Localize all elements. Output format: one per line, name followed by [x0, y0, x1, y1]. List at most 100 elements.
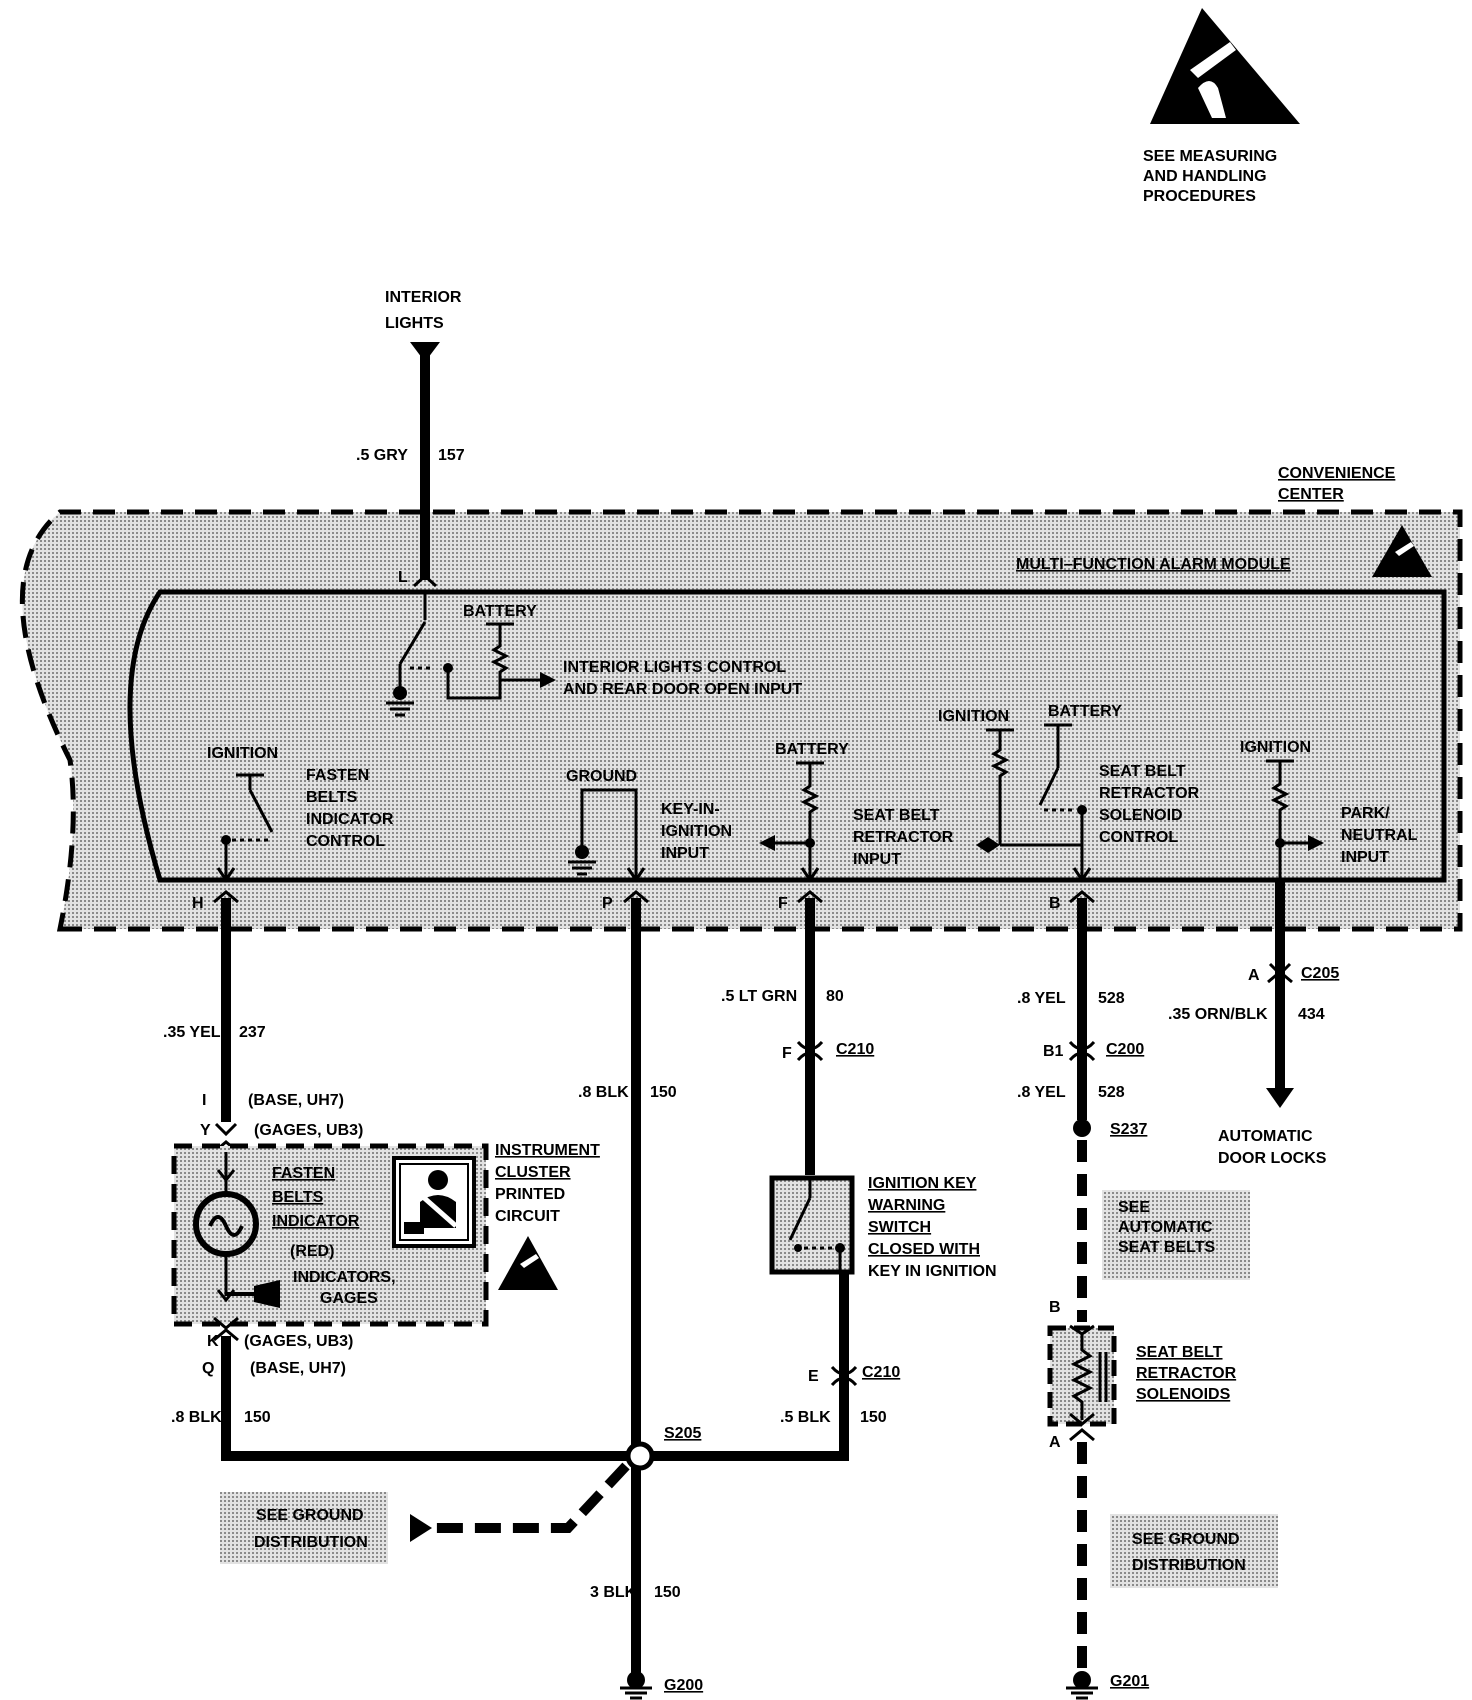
pin-p: P [602, 895, 613, 912]
esd-small-icon-module [1372, 525, 1432, 577]
pin-b: B [1049, 895, 1061, 912]
solenoid-pin-b: B [1049, 1299, 1061, 1316]
wire-blk-150-e [636, 1272, 849, 1461]
svg-text:SEAT BELT: SEAT BELT [1099, 763, 1186, 780]
cluster-pin-k: K [207, 1333, 219, 1350]
park-neutral-label: PARK/ NEUTRAL INPUT [1341, 805, 1418, 866]
wire-blk150q-circuit: 150 [244, 1409, 271, 1426]
svg-text:C200: C200 [1106, 1041, 1144, 1058]
svg-text:INDICATOR: INDICATOR [306, 811, 394, 828]
solenoid-control-diamond-icon [976, 837, 1000, 853]
solenoid-a-arrow [1069, 1428, 1095, 1442]
int-control-arrow-icon [540, 672, 556, 688]
svg-text:INDICATORS,: INDICATORS, [293, 1269, 396, 1286]
battery-top-label: BATTERY [463, 603, 537, 620]
battery-right-label: BATTERY [1048, 703, 1122, 720]
park-neutral-arrow-icon [1308, 835, 1324, 851]
fasten-switch-blade [248, 789, 274, 833]
wire-gry-circuit: 157 [438, 447, 465, 464]
svg-text:WARNING: WARNING [868, 1197, 945, 1214]
wire-blk150main-circuit: 150 [654, 1584, 681, 1601]
svg-text:IGNITION KEY: IGNITION KEY [868, 1175, 977, 1192]
convenience-center-outline [19, 509, 1463, 932]
fasten-belts-control-label: FASTEN BELTS INDICATOR CONTROL [306, 767, 394, 850]
solenoids-label: SEAT BELT RETRACTOR SOLENOIDS [1136, 1344, 1237, 1403]
svg-text:INTERIOR LIGHTS CONTROL: INTERIOR LIGHTS CONTROL [563, 659, 786, 676]
pin-h: H [192, 895, 204, 912]
ignition-right-resistor-icon [1270, 761, 1290, 882]
svg-text:GAGES: GAGES [320, 1290, 378, 1307]
svg-text:CONTROL: CONTROL [1099, 829, 1178, 846]
svg-text:INPUT: INPUT [853, 851, 901, 868]
svg-text:B1: B1 [1043, 1043, 1064, 1060]
pin-arrows [213, 867, 1095, 904]
ignition-mid-label: IGNITION [938, 708, 1009, 725]
ground-distribution-dashed-wire [432, 1462, 630, 1533]
wire-gry-label: .5 GRY [356, 447, 408, 464]
module-ground-icon-1 [386, 686, 414, 717]
svg-text:AUTOMATIC: AUTOMATIC [1218, 1128, 1313, 1145]
svg-text:BELTS: BELTS [272, 1189, 324, 1206]
cluster-pin-y-note: (GAGES, UB3) [254, 1122, 363, 1139]
svg-text:(RED): (RED) [290, 1243, 334, 1260]
interior-lights-control-label: INTERIOR LIGHTS CONTROL AND REAR DOOR OP… [563, 659, 802, 698]
esd-warning-icon [1150, 8, 1300, 124]
ground-g201-label: G201 [1110, 1673, 1149, 1690]
svg-text:KEY IN IGNITION: KEY IN IGNITION [868, 1263, 997, 1280]
svg-text:SEE GROUND: SEE GROUND [1132, 1531, 1240, 1548]
wire-blk150e-circuit: 150 [860, 1409, 887, 1426]
svg-text:PRINTED: PRINTED [495, 1186, 565, 1203]
svg-text:SEAT BELT: SEAT BELT [1136, 1344, 1223, 1361]
svg-text:RETRACTOR: RETRACTOR [853, 829, 954, 846]
solenoid-control-label: SEAT BELT RETRACTOR SOLENOID CONTROL [1099, 763, 1200, 846]
svg-text:C205: C205 [1301, 965, 1339, 982]
svg-text:SOLENOIDS: SOLENOIDS [1136, 1386, 1231, 1403]
wire-yel528b-circuit: 528 [1098, 1084, 1125, 1101]
pin-l: L [398, 569, 408, 586]
wire-blk150e-label: .5 BLK [780, 1409, 831, 1426]
svg-text:A: A [1248, 967, 1260, 984]
wire-orn-circuit: 434 [1298, 1006, 1325, 1023]
connector-c200: B1 C200 [1043, 1040, 1144, 1062]
wire-ltgrn-label: .5 LT GRN [721, 988, 797, 1005]
ground-distribution-arrow-icon [410, 1514, 432, 1542]
ignition-key-switch-label: IGNITION KEY WARNING SWITCH CLOSED WITH … [868, 1175, 997, 1280]
auto-door-locks-arrow-icon [1266, 1088, 1294, 1108]
auto-door-locks-label: AUTOMATIC DOOR LOCKS [1218, 1128, 1327, 1167]
indicators-tap-icon [254, 1280, 280, 1308]
key-in-wire [580, 788, 638, 880]
esd-notice: SEE MEASURING AND HANDLING PROCEDURES [1143, 148, 1277, 205]
retractor-input-arrow-icon [759, 835, 775, 851]
svg-text:LIGHTS: LIGHTS [385, 315, 444, 332]
switch-blade [788, 1197, 812, 1241]
svg-text:SEAT BELTS: SEAT BELTS [1118, 1239, 1216, 1256]
svg-text:KEY-IN-: KEY-IN- [661, 801, 720, 818]
svg-text:INDICATOR: INDICATOR [272, 1213, 360, 1230]
svg-text:CIRCUIT: CIRCUIT [495, 1208, 560, 1225]
pin-l-connector-icon [412, 573, 438, 588]
int-switch-blade [398, 621, 427, 665]
svg-text:C210: C210 [862, 1364, 900, 1381]
solenoid-bottom-arrow [1069, 1412, 1095, 1426]
svg-text:PROCEDURES: PROCEDURES [1143, 188, 1256, 205]
svg-text:CLUSTER: CLUSTER [495, 1164, 571, 1181]
cluster-k-arrow-2 [213, 1328, 239, 1342]
module-ground-icon-2 [568, 845, 596, 876]
cluster-pin-q-note: (BASE, UH7) [250, 1360, 346, 1377]
see-ground-distribution-left: SEE GROUND DISTRIBUTION [220, 1492, 388, 1564]
wire-yel528a-circuit: 528 [1098, 990, 1125, 1007]
ground-g201-icon [1066, 1671, 1098, 1700]
svg-text:CONTROL: CONTROL [306, 833, 385, 850]
wire-orn-label: .35 ORN/BLK [1168, 1006, 1268, 1023]
svg-text:E: E [808, 1368, 819, 1385]
wire-yel528a-label: .8 YEL [1017, 990, 1066, 1007]
wire-yel237-circuit: 237 [239, 1024, 266, 1041]
int-control-wire [446, 668, 502, 700]
svg-text:CONVENIENCE: CONVENIENCE [1278, 465, 1396, 482]
esd-small-icon-cluster [498, 1236, 558, 1290]
svg-text:SEE: SEE [1118, 1199, 1150, 1216]
svg-text:INPUT: INPUT [661, 845, 709, 862]
svg-text:SEE MEASURING: SEE MEASURING [1143, 148, 1277, 165]
cluster-pin-k-note: (GAGES, UB3) [244, 1333, 353, 1350]
splice-s237 [1073, 1119, 1091, 1137]
